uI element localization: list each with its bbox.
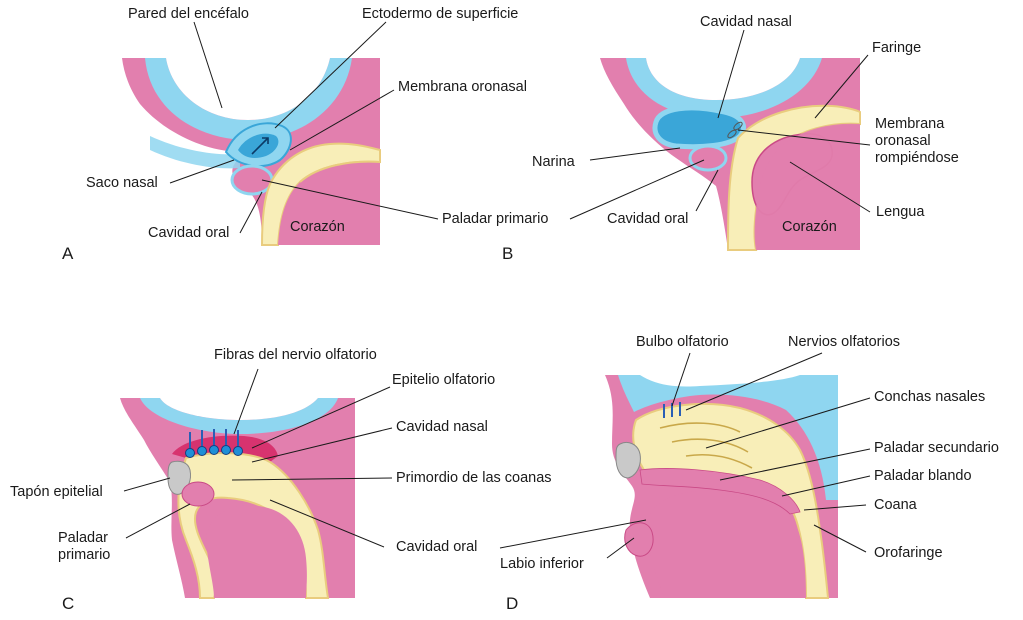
label-cavidad-oral-c: Cavidad oral bbox=[396, 539, 477, 556]
panel-c-primary-palate bbox=[182, 482, 214, 506]
label-paladar-blando: Paladar blando bbox=[874, 468, 972, 485]
panel-letter-d: D bbox=[506, 594, 518, 614]
panel-b-nasal-cavity bbox=[655, 108, 743, 147]
label-cavidad-oral-b: Cavidad oral bbox=[607, 211, 688, 228]
label-nervios-olfatorios: Nervios olfatorios bbox=[788, 334, 900, 351]
label-cavidad-nasal-c: Cavidad nasal bbox=[396, 419, 488, 436]
label-paladar-primario-c: Paladar primario bbox=[58, 530, 110, 564]
label-orofaringe: Orofaringe bbox=[874, 545, 943, 562]
label-faringe: Faringe bbox=[872, 40, 921, 57]
label-epitelio-olfatorio: Epitelio olfatorio bbox=[392, 372, 495, 389]
label-ectodermo-superficie: Ectodermo de superficie bbox=[362, 6, 518, 23]
panel-d-artwork bbox=[605, 375, 838, 598]
label-bulbo-olfatorio: Bulbo olfatorio bbox=[636, 334, 729, 351]
label-paladar-primario-a: Paladar primario bbox=[442, 211, 548, 228]
panel-d-lower-lip bbox=[625, 523, 653, 556]
label-corazon-b: Corazón bbox=[782, 219, 837, 236]
label-membrana-oronasal: Membrana oronasal bbox=[398, 79, 527, 96]
label-labio-inferior: Labio inferior bbox=[500, 556, 584, 573]
panel-letter-a: A bbox=[62, 244, 73, 264]
panel-b-primary-palate bbox=[690, 146, 726, 170]
label-membrana-rompiendose: Membrana oronasal rompiéndose bbox=[875, 116, 959, 167]
panel-letter-c: C bbox=[62, 594, 74, 614]
label-corazon-a: Corazón bbox=[290, 219, 345, 236]
label-saco-nasal: Saco nasal bbox=[86, 175, 158, 192]
panel-a-artwork bbox=[122, 58, 380, 245]
label-conchas-nasales: Conchas nasales bbox=[874, 389, 985, 406]
label-pared-encefalo: Pared del encéfalo bbox=[128, 6, 249, 23]
label-lengua: Lengua bbox=[876, 204, 924, 221]
label-cavidad-nasal-b: Cavidad nasal bbox=[700, 14, 792, 31]
label-coana: Coana bbox=[874, 497, 917, 514]
label-tapon-epitelial: Tapón epitelial bbox=[10, 484, 103, 501]
panel-a-primary-palate bbox=[232, 166, 272, 194]
label-cavidad-oral-a: Cavidad oral bbox=[148, 225, 229, 242]
label-fibras-nervio-olfatorio: Fibras del nervio olfatorio bbox=[214, 347, 377, 364]
label-primordio-coanas: Primordio de las coanas bbox=[396, 470, 552, 487]
label-narina: Narina bbox=[532, 154, 575, 171]
panel-c-artwork bbox=[120, 398, 355, 598]
panel-letter-b: B bbox=[502, 244, 513, 264]
label-paladar-secundario: Paladar secundario bbox=[874, 440, 999, 457]
